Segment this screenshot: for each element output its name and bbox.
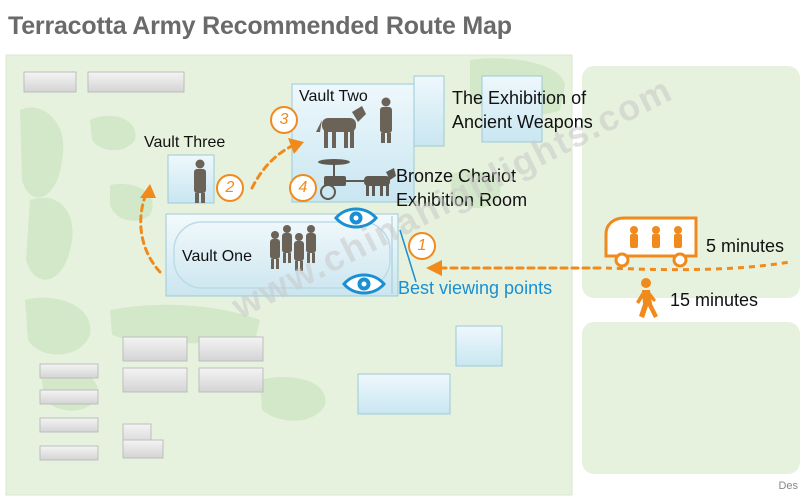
route-arrowheads: [140, 138, 442, 276]
east-lawn-lower: [582, 322, 800, 474]
route-path: [139, 144, 602, 274]
chariot-label-line2: Exhibition Room: [396, 190, 528, 210]
route-step-1: 1: [408, 232, 436, 260]
weapons-label-line2: Ancient Weapons: [452, 112, 593, 132]
vault-one-label: Vault One: [182, 248, 252, 265]
grey-buildings: [23, 71, 264, 461]
terracotta-warrior-icon: [380, 97, 392, 143]
weapons-hall-building: [413, 75, 445, 147]
credit-text: Des: [778, 480, 798, 492]
route-step-3: 3: [270, 106, 298, 134]
map-title: Terracotta Army Recommended Route Map: [8, 12, 512, 40]
vault-three-building: [167, 154, 215, 204]
terracotta-warrior-icon: [270, 225, 316, 271]
eye-icon: [342, 273, 386, 295]
best-viewing-label: Best viewing points: [398, 278, 553, 298]
bronze-chariot-icon: [318, 159, 396, 200]
walking-person-icon: [636, 278, 658, 318]
chariot-label-line1: Bronze Chariot: [396, 166, 517, 186]
eye-icon: [334, 207, 378, 229]
walk-time-label: 15 minutes: [670, 290, 759, 310]
weapons-label-line1: The Exhibition of: [452, 88, 587, 108]
terracotta-horse-icon: [316, 106, 366, 148]
vault-two-label: Vault Two: [299, 88, 368, 105]
bus-time-label: 5 minutes: [706, 236, 785, 256]
terracotta-warrior-icon: [194, 159, 206, 203]
sightseeing-bus-icon: [604, 216, 698, 268]
route-step-4: 4: [289, 174, 317, 202]
viewpoint-leader: [399, 229, 417, 283]
vault-three-label: Vault Three: [144, 134, 226, 151]
blue-buildings: [357, 75, 543, 415]
route-step-2: 2: [216, 174, 244, 202]
